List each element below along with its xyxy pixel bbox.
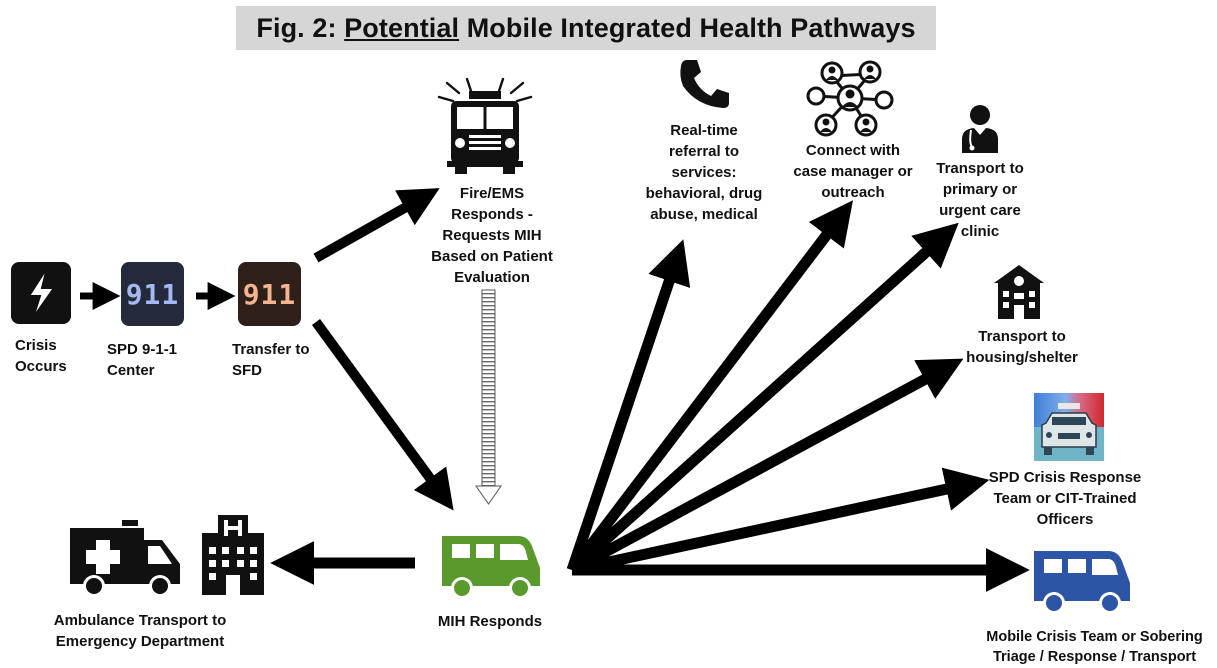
- housing-label: Transport to housing/shelter: [952, 326, 1092, 368]
- mobile-crisis-label: Mobile Crisis Team or Sobering Triage / …: [972, 627, 1217, 667]
- title-suffix: Mobile Integrated Health Pathways: [466, 12, 916, 43]
- ambulance-label-line: Ambulance Transport to: [53, 612, 227, 629]
- spd-center-label: SPD 9-1-1 Center: [107, 339, 177, 381]
- crisis-label-line: Occurs: [15, 358, 67, 375]
- primary-care-label: Transport to primary or urgent care clin…: [910, 158, 1050, 242]
- police-car-icon: [1034, 393, 1104, 461]
- referral-label-line: services:: [671, 164, 737, 181]
- case-manager-label-line: outreach: [821, 184, 885, 201]
- spd-911-badge: 911: [121, 262, 184, 326]
- sfd-911-badge-text: 911: [242, 277, 297, 311]
- arrow-sfd-to-fire-ems: [313, 188, 440, 263]
- arrow-mih-to-primary-care: [568, 222, 959, 575]
- case-manager-label-line: Connect with: [805, 142, 901, 159]
- arrow-fire-ems-to-mih: [475, 289, 502, 505]
- mobile-crisis-label-line: Triage / Response / Transport: [992, 649, 1197, 665]
- spd-crisis-label-line: Officers: [1036, 511, 1094, 528]
- fire-ems-label-line: Evaluation: [454, 269, 530, 286]
- mobile-crisis-van-icon: [1028, 545, 1134, 619]
- spd-911-badge-text: 911: [125, 277, 180, 311]
- title-prefix: Fig. 2:: [256, 12, 337, 43]
- transfer-sfd-label-line: SFD: [232, 362, 262, 379]
- mih-label-line: MIH Responds: [437, 613, 543, 630]
- arrow-mih-to-housing: [569, 358, 964, 575]
- title-underlined-word: Potential: [344, 12, 460, 43]
- mih-label: MIH Responds: [400, 611, 580, 632]
- arrow-mih-to-referral: [566, 239, 691, 572]
- ambulance-icon: [66, 520, 184, 598]
- spd-crisis-label: SPD Crisis Response Team or CIT-Trained …: [975, 467, 1155, 530]
- transfer-sfd-label: Transfer to SFD: [232, 339, 310, 381]
- arrow-sfd-to-mih: [311, 319, 454, 511]
- mih-van-icon: [436, 528, 544, 604]
- spd-center-label-line: SPD 9-1-1: [107, 341, 178, 358]
- spd-center-label-line: Center: [107, 362, 155, 379]
- ambulance-label-line: Emergency Department: [55, 633, 225, 650]
- network-icon: [804, 58, 896, 138]
- hospital-icon: [200, 513, 266, 597]
- ambulance-label: Ambulance Transport to Emergency Departm…: [40, 610, 240, 652]
- crisis-label: Crisis Occurs: [15, 335, 67, 377]
- doctor-icon: [958, 103, 1002, 153]
- primary-care-label-line: urgent care: [939, 202, 1021, 219]
- transfer-sfd-label-line: Transfer to: [232, 341, 310, 358]
- primary-care-label-line: clinic: [960, 223, 1000, 240]
- arrow-mih-to-case-manager: [567, 200, 853, 574]
- lightning-icon: [11, 262, 71, 324]
- housing-label-line: Transport to: [978, 328, 1066, 345]
- housing-label-line: housing/shelter: [966, 349, 1078, 366]
- fire-ems-label-line: Based on Patient: [431, 248, 553, 265]
- fire-truck-icon: [433, 77, 537, 175]
- fire-ems-label-line: Responds -: [451, 206, 533, 223]
- phone-icon: [675, 58, 731, 110]
- spd-crisis-label-line: Team or CIT-Trained: [993, 490, 1137, 507]
- referral-label: Real-time referral to services: behavior…: [634, 120, 774, 225]
- spd-crisis-label-line: SPD Crisis Response: [988, 469, 1142, 486]
- fire-ems-label-line: Requests MIH: [442, 227, 542, 244]
- crisis-label-line: Crisis: [15, 337, 57, 354]
- primary-care-label-line: Transport to: [936, 160, 1024, 177]
- mobile-crisis-label-line: Mobile Crisis Team or Sobering: [986, 629, 1203, 645]
- building-icon: [988, 263, 1050, 321]
- fire-ems-label-line: Fire/EMS: [459, 185, 525, 202]
- case-manager-label: Connect with case manager or outreach: [783, 140, 923, 203]
- referral-label-line: behavioral, drug: [645, 185, 763, 202]
- arrow-mih-to-spd-crisis: [570, 467, 990, 576]
- sfd-911-badge: 911: [238, 262, 301, 326]
- fire-ems-label: Fire/EMS Responds - Requests MIH Based o…: [425, 183, 559, 288]
- referral-label-line: abuse, medical: [650, 206, 758, 223]
- referral-label-line: referral to: [668, 143, 740, 160]
- referral-label-line: Real-time: [670, 122, 738, 139]
- primary-care-label-line: primary or: [942, 181, 1018, 198]
- figure-title: Fig. 2: Potential Mobile Integrated Heal…: [236, 6, 936, 50]
- case-manager-label-line: case manager or: [793, 163, 913, 180]
